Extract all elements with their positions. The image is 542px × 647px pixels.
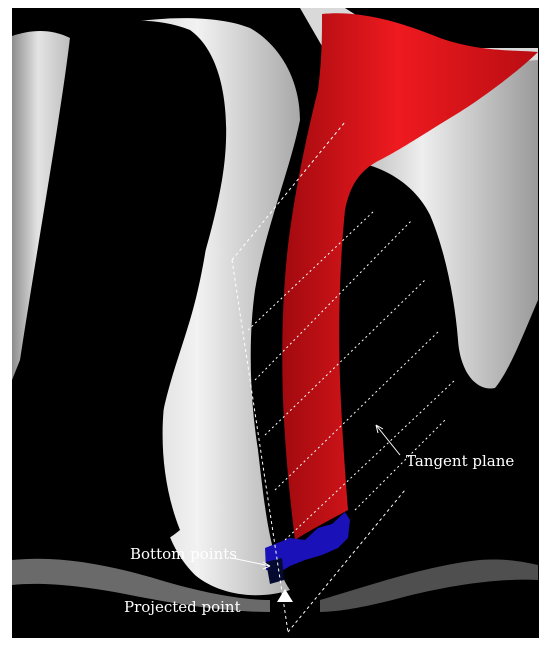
bottom-points-label: Bottom points [130, 545, 237, 563]
projected-point-label: Projected point [124, 598, 241, 616]
tangent-plane-label: Tangent plane [406, 452, 514, 470]
